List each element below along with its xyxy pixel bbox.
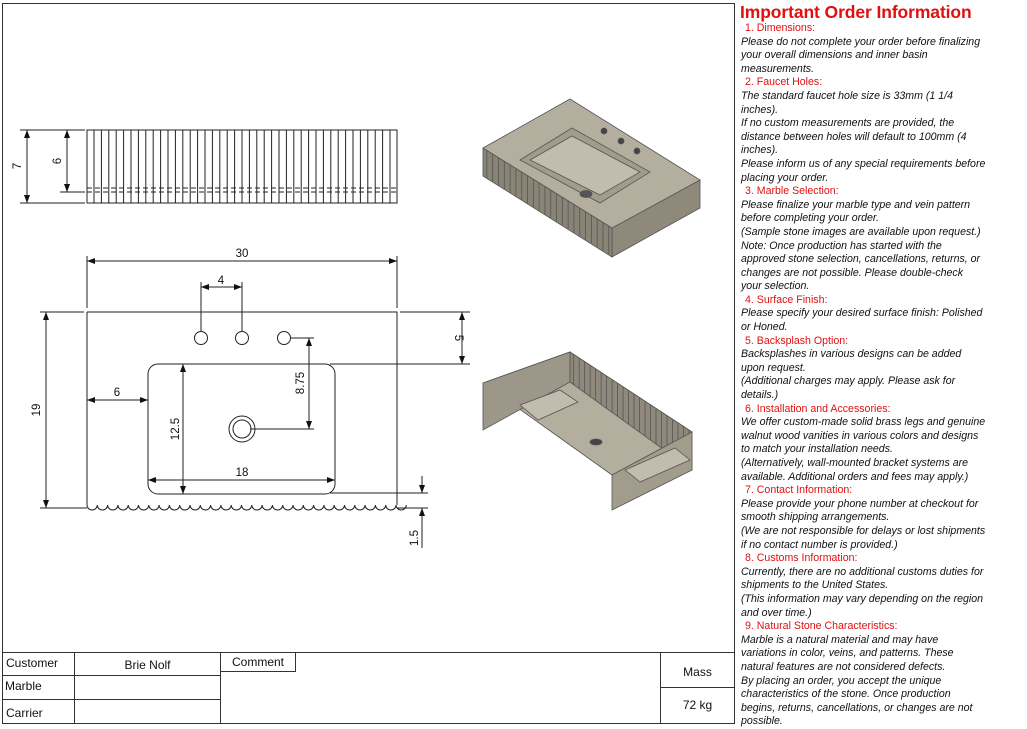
section-text-line: (This information may vary depending on …	[741, 592, 984, 605]
front-view	[20, 129, 398, 204]
dim-basin-width: 18	[236, 467, 249, 479]
dim-front-lip: 1.5	[409, 530, 421, 546]
dim-basin-depth: 12.5	[170, 418, 182, 440]
section-text-line: distance between holes will default to 1…	[741, 130, 967, 143]
section-heading: 6. Installation and Accessories:	[745, 402, 891, 415]
section-text-line: By placing an order, you accept the uniq…	[741, 674, 942, 687]
section-text-line: begins, returns, cancellations, or chang…	[741, 701, 973, 714]
dim-drain-offset: 8.75	[295, 372, 307, 394]
section-text-line: characteristics of the stone. Once produ…	[741, 688, 951, 701]
section-text-line: Please inform us of any special requirem…	[741, 157, 986, 170]
section-heading: 1. Dimensions:	[745, 22, 816, 34]
section-text-line: if no contact number is provided.)	[741, 538, 898, 551]
info-title: Important Order Information	[740, 2, 972, 22]
section-heading: 7. Contact Information:	[745, 484, 853, 497]
section-text-line: available. Additional orders and fees ma…	[741, 470, 969, 483]
isometric-top-view	[482, 98, 701, 258]
title-block-top-border	[2, 652, 735, 653]
customer-value: Brie Nolf	[74, 652, 221, 676]
marble-label: Marble	[2, 675, 75, 700]
section-heading: 4. Surface Finish:	[745, 293, 828, 306]
section-text-line: If no custom measurements are provided, …	[741, 117, 955, 130]
top-view	[40, 256, 470, 548]
section-text-line: smooth shipping arrangements.	[741, 511, 890, 524]
section-text-line: Marble is a natural material and may hav…	[741, 633, 939, 646]
customer-label: Customer	[2, 652, 75, 676]
isometric-bottom-view	[482, 351, 693, 511]
section-text-line: (Alternatively, wall-mounted bracket sys…	[741, 457, 969, 469]
dim-faucet-offset: 5	[452, 335, 464, 341]
section-text-line: We offer custom-made solid brass legs an…	[741, 416, 986, 429]
section-text-line: inches).	[741, 144, 779, 157]
section-text-line: to match your installation needs.	[741, 443, 893, 456]
section-heading: 8. Customs Information:	[745, 552, 858, 565]
comment-area	[220, 652, 661, 724]
section-text-line: Please provide your phone number at chec…	[741, 497, 979, 510]
section-text-line: before completing your order.	[741, 212, 879, 225]
technical-drawing: 7 6 30 4 5 19 6 8.75 12.5 18 1.5	[12, 98, 701, 548]
section-text-line: approved stone selection, cancellations,…	[741, 253, 981, 266]
section-text-line: (Sample stone images are available upon …	[741, 225, 981, 238]
dim-overall-depth: 19	[31, 404, 43, 417]
carrier-label: Carrier	[2, 699, 75, 724]
section-text-line: (We are not responsible for delays or lo…	[741, 524, 986, 537]
section-text-line: Please specify your desired surface fini…	[741, 307, 983, 320]
section-text-line: Backsplashes in various designs can be a…	[741, 348, 962, 361]
section-text-line: your overall dimensions and inner basin	[741, 49, 928, 62]
section-text-line: Currently, there are no additional custo…	[741, 565, 984, 578]
section-text-line: details.)	[741, 389, 779, 402]
section-heading: 5. Backsplash Option:	[745, 334, 849, 347]
section-text-line: The standard faucet hole size is 33mm (1…	[741, 89, 953, 102]
section-heading: 3. Marble Selection:	[745, 185, 839, 198]
section-text-line: (Additional charges may apply. Please as…	[741, 375, 956, 388]
section-text-line: Please do not complete your order before…	[741, 35, 981, 48]
section-text-line: upon request.	[741, 361, 806, 374]
carrier-value	[74, 699, 221, 724]
marble-value	[74, 675, 221, 700]
section-text-line: Note: Once production has started with t…	[741, 239, 942, 252]
dimension-labels: 7 6 30 4 5 19 6 8.75 12.5 18 1.5	[12, 158, 464, 546]
mass-value: 72 kg	[660, 687, 735, 724]
section-text-line: changes are not possible. Please double-…	[741, 266, 964, 279]
section-text-line: or Honed.	[741, 321, 788, 334]
section-heading: 2. Faucet Holes:	[745, 76, 823, 89]
section-text-line: natural features are not considered defe…	[741, 660, 946, 673]
section-text-line: walnut wood vanities in various colors a…	[741, 429, 979, 442]
section-text-line: and over time.)	[741, 606, 812, 619]
order-info-panel: Important Order Information 1. Dimension…	[740, 2, 1027, 729]
section-text-line: variations in color, veins, and patterns…	[741, 647, 954, 660]
section-heading: 9. Natural Stone Characteristics:	[745, 620, 898, 633]
mass-label: Mass	[660, 652, 735, 688]
section-text-line: shipments to the United States.	[741, 579, 889, 592]
section-text-line: Please finalize your marble type and vei…	[741, 198, 971, 211]
dim-faucet-spacing: 4	[218, 275, 225, 287]
dim-basin-left-offset: 6	[114, 387, 120, 399]
dim-overall-width: 30	[236, 248, 249, 260]
section-text-line: inches).	[741, 103, 779, 116]
section-text-line: your selection.	[741, 280, 810, 293]
dim-front-basin-depth: 6	[52, 158, 64, 164]
section-text-line: possible.	[741, 715, 783, 728]
dim-front-height: 7	[12, 163, 24, 169]
section-text-line: placing your order.	[741, 171, 829, 184]
scalloped-edge	[86, 504, 407, 511]
section-text-line: measurements.	[741, 62, 815, 75]
